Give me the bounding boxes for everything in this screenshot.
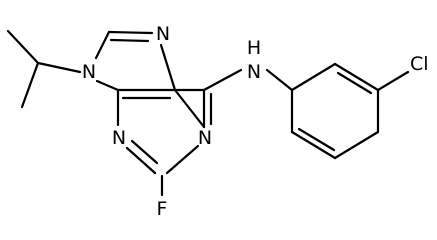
chemical-structure: N N N N N H F Cl — [6, 23, 429, 220]
bond — [376, 70, 410, 92]
bond — [290, 130, 337, 160]
atom-label-n7: N — [156, 23, 170, 45]
bond — [290, 62, 337, 92]
atom-label-n3: N — [112, 127, 126, 149]
bond — [336, 71, 373, 95]
chlorophenyl-ring — [290, 62, 410, 160]
bond — [159, 43, 177, 92]
isopropyl-group — [6, 29, 82, 109]
pyrimidine-ring — [116, 88, 213, 197]
bond — [333, 62, 380, 92]
bond — [173, 88, 206, 129]
bond — [36, 61, 82, 74]
bond — [165, 144, 200, 175]
bond — [125, 146, 157, 175]
atom-label-nh-hydrogen: H — [247, 37, 261, 59]
bond — [297, 127, 336, 152]
bond — [107, 30, 154, 35]
bond — [20, 61, 40, 109]
atom-label-nh-nitrogen: N — [247, 61, 261, 83]
bond — [95, 79, 120, 92]
imidazole-ring — [94, 30, 177, 92]
bond — [6, 29, 40, 65]
atom-label-fluorine: F — [157, 198, 168, 220]
bond — [109, 38, 150, 43]
bond — [333, 130, 380, 160]
atom-label-chlorine: Cl — [410, 53, 429, 75]
bond — [202, 68, 243, 92]
atom-label-n9: N — [82, 61, 96, 83]
bond — [94, 30, 111, 60]
atom-label-n1: N — [198, 127, 212, 149]
amine-linker — [202, 68, 294, 92]
bond — [265, 68, 294, 92]
bond — [130, 139, 159, 165]
